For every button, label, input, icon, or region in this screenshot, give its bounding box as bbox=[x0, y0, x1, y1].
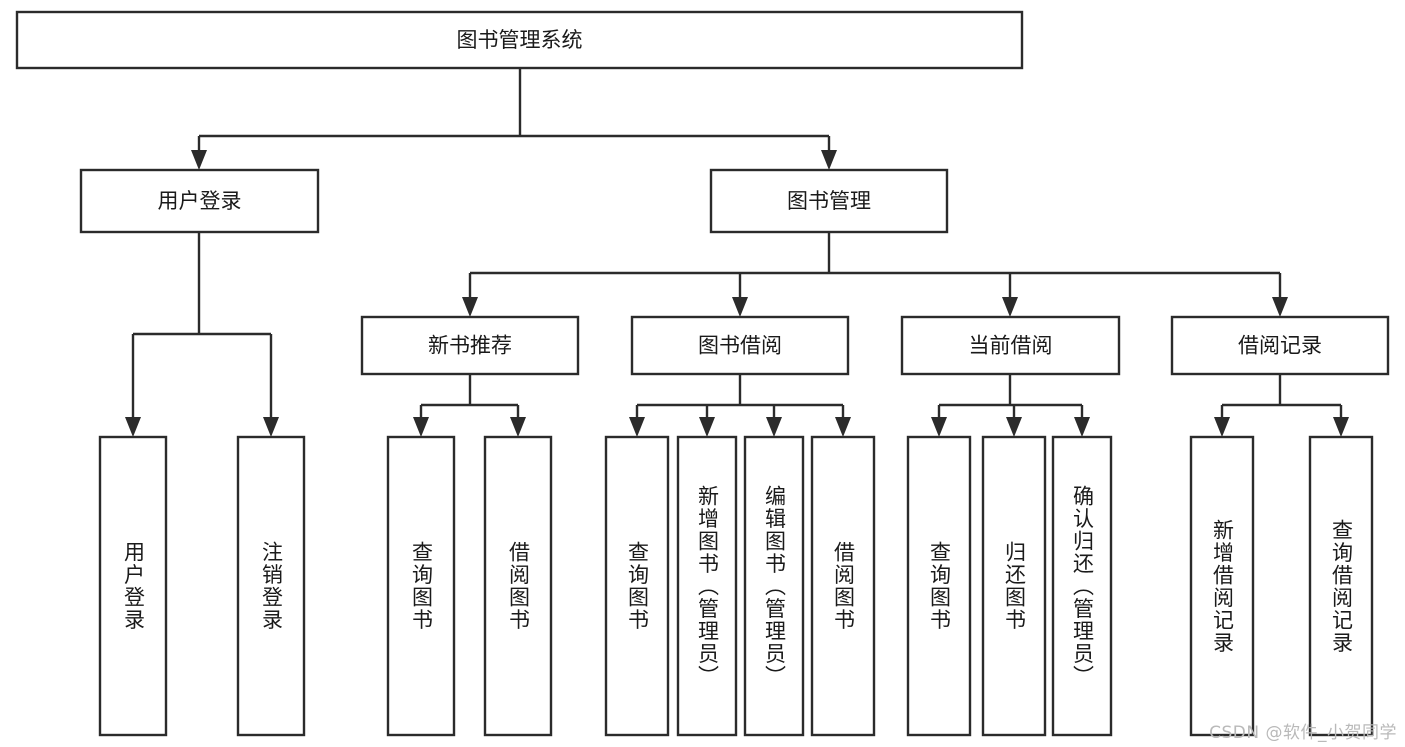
node-box-cb-query-book[interactable] bbox=[906, 435, 972, 737]
node-box-nb-borrow-book[interactable] bbox=[483, 435, 553, 737]
node-box-bb-add-book[interactable] bbox=[676, 435, 738, 737]
node-label-root: 图书管理系统 bbox=[457, 28, 583, 52]
node-box-user-logout[interactable] bbox=[236, 435, 306, 737]
arrow-head-icon bbox=[1214, 417, 1230, 437]
node-box-book-borrow[interactable] bbox=[630, 315, 850, 376]
node-box-cb-return-book[interactable] bbox=[981, 435, 1047, 737]
node-label-new-book-recommend: 新书推荐 bbox=[428, 334, 512, 358]
node-label-borrow-records: 借阅记录 bbox=[1238, 334, 1322, 358]
arrow-head-icon bbox=[462, 297, 478, 317]
node-box-bb-edit-book[interactable] bbox=[743, 435, 805, 737]
connectors-layer bbox=[125, 68, 1349, 437]
node-box-user-login-do[interactable] bbox=[98, 435, 168, 737]
arrow-head-icon bbox=[1333, 417, 1349, 437]
node-box-nb-query-book[interactable] bbox=[386, 435, 456, 737]
arrow-head-icon bbox=[821, 150, 837, 170]
arrow-head-icon bbox=[931, 417, 947, 437]
arrow-head-icon bbox=[125, 417, 141, 437]
arrow-head-icon bbox=[413, 417, 429, 437]
node-box-cb-confirm-return[interactable] bbox=[1051, 435, 1113, 737]
node-label-user-login: 用户登录 bbox=[158, 189, 242, 213]
node-box-user-login[interactable] bbox=[79, 168, 320, 234]
node-box-bb-query-book[interactable] bbox=[604, 435, 670, 737]
arrow-head-icon bbox=[766, 417, 782, 437]
arrow-head-icon bbox=[1002, 297, 1018, 317]
arrow-head-icon bbox=[263, 417, 279, 437]
arrow-head-icon bbox=[1074, 417, 1090, 437]
arrow-head-icon bbox=[510, 417, 526, 437]
node-label-book-borrow: 图书借阅 bbox=[698, 334, 782, 358]
node-box-borrow-records[interactable] bbox=[1170, 315, 1390, 376]
node-box-root[interactable] bbox=[15, 10, 1024, 70]
arrow-head-icon bbox=[191, 150, 207, 170]
arrow-head-icon bbox=[732, 297, 748, 317]
arrow-head-icon bbox=[1272, 297, 1288, 317]
node-box-book-management[interactable] bbox=[709, 168, 949, 234]
watermark-text: CSDN @软件_小贺同学 bbox=[1209, 723, 1397, 743]
node-box-br-add-record[interactable] bbox=[1189, 435, 1255, 737]
arrow-head-icon bbox=[835, 417, 851, 437]
boxes-layer bbox=[15, 10, 1390, 737]
arrow-head-icon bbox=[1006, 417, 1022, 437]
arrow-head-icon bbox=[699, 417, 715, 437]
node-box-new-book-recommend[interactable] bbox=[360, 315, 580, 376]
node-box-bb-borrow-book[interactable] bbox=[810, 435, 876, 737]
node-label-current-borrow: 当前借阅 bbox=[969, 334, 1053, 358]
node-box-current-borrow[interactable] bbox=[900, 315, 1121, 376]
arrow-head-icon bbox=[629, 417, 645, 437]
node-label-book-management: 图书管理 bbox=[787, 189, 871, 213]
node-box-br-query-record[interactable] bbox=[1308, 435, 1374, 737]
